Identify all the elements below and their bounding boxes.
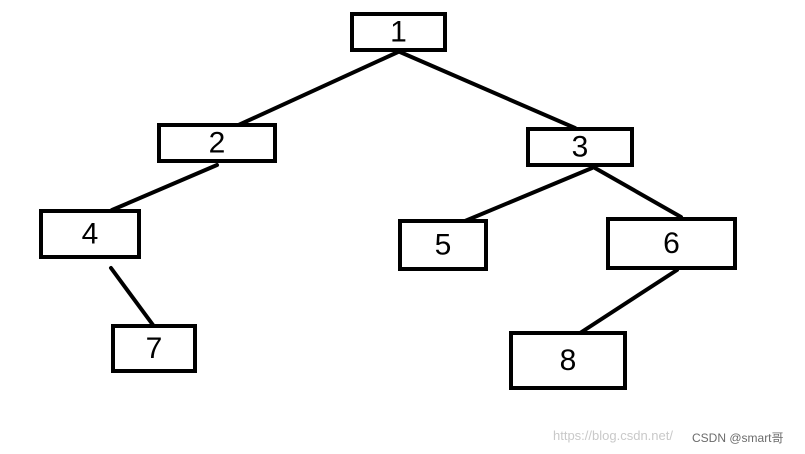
node-box — [606, 217, 737, 270]
tree-node-8: 8 — [509, 331, 627, 390]
node-box — [111, 324, 197, 373]
node-box — [398, 219, 488, 271]
tree-node-3: 3 — [526, 127, 634, 167]
tree-node-4: 4 — [39, 209, 141, 259]
edge-n6-n8 — [575, 268, 679, 337]
edge-n3-n6 — [593, 166, 683, 219]
edge-n4-n7 — [109, 266, 155, 327]
node-box — [39, 209, 141, 259]
tree-node-5: 5 — [398, 219, 488, 271]
node-box — [509, 331, 627, 390]
node-label: 3 — [572, 131, 589, 164]
tree-node-2: 2 — [157, 123, 277, 163]
nodes-layer: 1 2 3 4 5 6 7 8 — [39, 12, 737, 390]
tree-node-7: 7 — [111, 324, 197, 373]
node-box — [526, 127, 634, 167]
tree-node-1: 1 — [350, 12, 447, 52]
edge-n1-n3 — [398, 50, 577, 130]
node-label: 7 — [146, 332, 163, 365]
edge-n2-n4 — [110, 163, 219, 212]
node-label: 5 — [435, 229, 452, 262]
node-label: 1 — [390, 16, 407, 49]
tree-node-6: 6 — [606, 217, 737, 270]
watermark-tag: CSDN @smart哥 — [692, 431, 784, 445]
node-label: 4 — [82, 218, 99, 251]
node-label: 2 — [209, 127, 226, 160]
node-box — [350, 12, 447, 52]
node-label: 8 — [560, 344, 577, 377]
watermark-url: https://blog.csdn.net/ — [553, 428, 673, 443]
edges-layer — [109, 50, 683, 337]
edge-n1-n2 — [230, 50, 400, 130]
node-box — [157, 123, 277, 163]
edge-n3-n5 — [463, 166, 594, 223]
node-label: 6 — [663, 227, 680, 260]
